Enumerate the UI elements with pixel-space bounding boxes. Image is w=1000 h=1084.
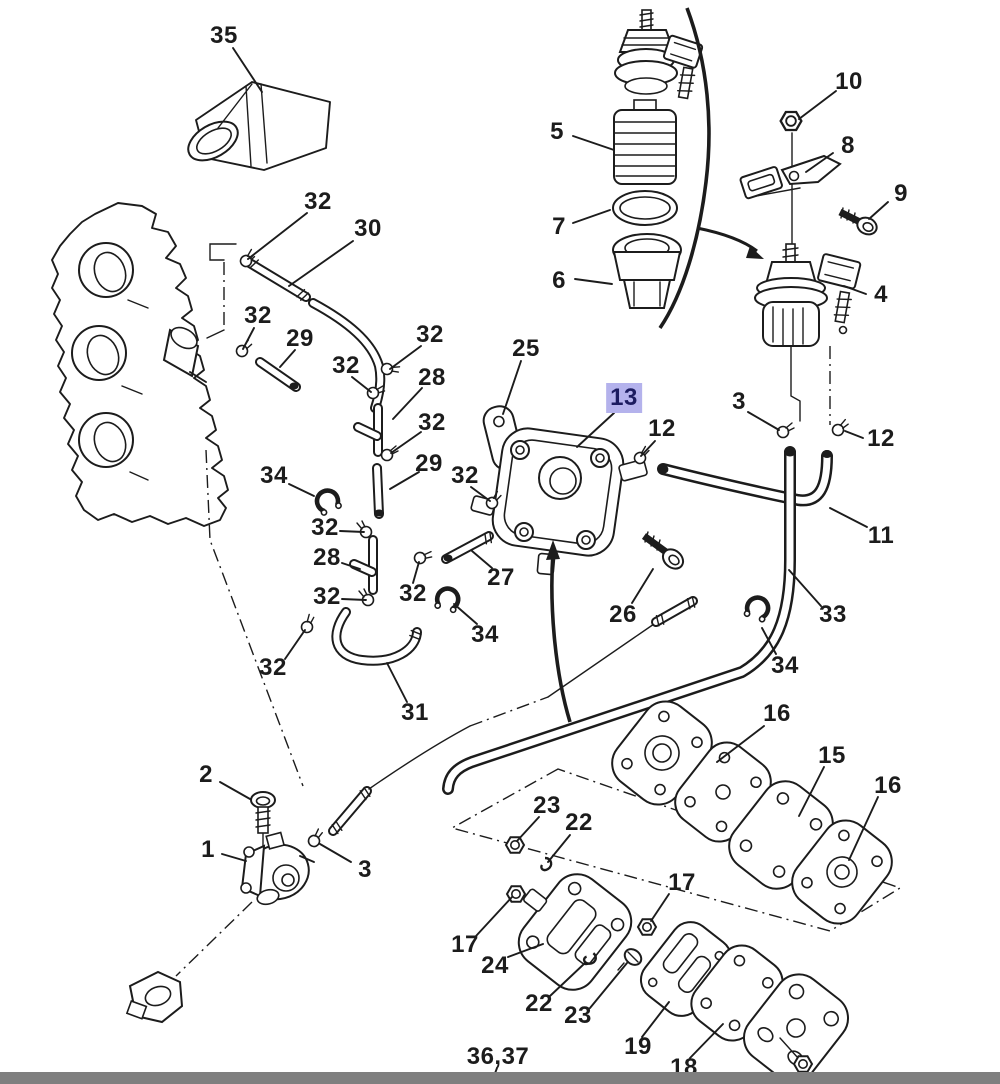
part-label-15[interactable]: 15: [818, 742, 846, 769]
gasket-16b: [791, 819, 893, 925]
part-label-28-2[interactable]: 28: [313, 544, 341, 571]
bolt-9: [838, 207, 878, 236]
reference-lines: [175, 262, 304, 977]
o-ring-7: [612, 190, 678, 226]
part-label-2[interactable]: 2: [199, 761, 213, 788]
filter-drop-lines: [790, 346, 831, 425]
part-label-23-2[interactable]: 23: [564, 1002, 592, 1029]
part-label-12-1[interactable]: 12: [648, 415, 676, 442]
part-label-32-1[interactable]: 32: [304, 188, 332, 215]
leader-lines: [219, 47, 889, 1077]
part-label-30[interactable]: 30: [354, 215, 382, 242]
part-label-6[interactable]: 6: [552, 267, 566, 294]
part-label-7[interactable]: 7: [552, 213, 566, 240]
part-label-17-2[interactable]: 17: [451, 931, 479, 958]
part-label-28-1[interactable]: 28: [418, 364, 446, 391]
part-label-29-2[interactable]: 29: [415, 450, 443, 477]
part-label-24[interactable]: 24: [481, 952, 509, 979]
part-label-32-3[interactable]: 32: [332, 352, 360, 379]
part-label-32-5[interactable]: 32: [418, 409, 446, 436]
page-bottom-bar: [0, 1072, 1000, 1084]
screw-23b: [617, 948, 643, 971]
part-label-32-4[interactable]: 32: [416, 321, 444, 348]
tee-joint-28b: [349, 535, 378, 595]
tube-29a: [255, 357, 301, 392]
part-label-34-3[interactable]: 34: [771, 652, 799, 679]
part-label-32-8[interactable]: 32: [399, 580, 427, 607]
engine-block: [51, 202, 237, 527]
part-label-35[interactable]: 35: [210, 22, 238, 49]
bolt-26: [641, 531, 685, 570]
part-label-4[interactable]: 4: [874, 281, 888, 308]
nut-10: [779, 110, 803, 132]
bracket-8: [739, 154, 842, 200]
fuel-filter-4: [754, 243, 862, 347]
part-label-16-2[interactable]: 16: [874, 772, 902, 799]
part-label-10[interactable]: 10: [835, 68, 863, 95]
part-label-11[interactable]: 11: [867, 522, 895, 549]
pointer-arrow: [546, 540, 572, 723]
part-label-22-1[interactable]: 22: [565, 809, 593, 836]
part-label-34-1[interactable]: 34: [260, 462, 288, 489]
carb-boundary: [450, 768, 902, 932]
part-label-36-37[interactable]: 36,37: [466, 1043, 530, 1070]
part-label-33[interactable]: 33: [819, 601, 847, 628]
part-label-25[interactable]: 25: [512, 335, 540, 362]
part-label-17-1[interactable]: 17: [668, 869, 696, 896]
primer-pump-1: [240, 831, 315, 906]
tube-29b: [372, 463, 384, 519]
part-label-8[interactable]: 8: [841, 132, 855, 159]
fuel-line: [328, 595, 699, 836]
part-label-32-10[interactable]: 32: [259, 654, 287, 681]
hose-31: [331, 607, 422, 666]
part-label-16-1[interactable]: 16: [763, 700, 791, 727]
part-label-29-1[interactable]: 29: [286, 325, 314, 352]
part-label-34-2[interactable]: 34: [471, 621, 499, 648]
part-label-26[interactable]: 26: [609, 601, 637, 628]
part-label-19[interactable]: 19: [624, 1033, 652, 1060]
part-label-12-2[interactable]: 12: [867, 425, 895, 452]
fuel-pump-13: [470, 427, 648, 576]
part-label-1[interactable]: 1: [201, 836, 215, 863]
part-label-32-9[interactable]: 32: [313, 583, 341, 610]
air-duct-35: [187, 81, 331, 171]
part-label-32-2[interactable]: 32: [244, 302, 272, 329]
part-label-23-1[interactable]: 23: [533, 792, 561, 819]
part-label-3-2[interactable]: 3: [358, 856, 372, 883]
part-label-5[interactable]: 5: [550, 118, 564, 145]
part-label-9[interactable]: 9: [894, 180, 908, 207]
part-label-13[interactable]: 13: [606, 383, 642, 413]
grouping-bracket: [658, 7, 764, 330]
part-label-27[interactable]: 27: [487, 564, 515, 591]
part-label-32-6[interactable]: 32: [451, 462, 479, 489]
tube-27: [441, 530, 495, 564]
part-label-31[interactable]: 31: [401, 699, 429, 726]
mount-bracket: [125, 970, 184, 1024]
fuel-joint-top: [614, 9, 704, 100]
hose-33: [442, 446, 796, 795]
valve-6: [612, 233, 682, 309]
pump-cover-bottom: [743, 973, 849, 1083]
pump-body-24: [517, 873, 633, 991]
part-label-22-2[interactable]: 22: [525, 990, 553, 1017]
tee-joint-28a: [353, 403, 383, 457]
bellows-5: [613, 99, 677, 185]
hose-11: [657, 450, 833, 507]
part-label-32-7[interactable]: 32: [311, 514, 339, 541]
part-label-3-1[interactable]: 3: [732, 388, 746, 415]
